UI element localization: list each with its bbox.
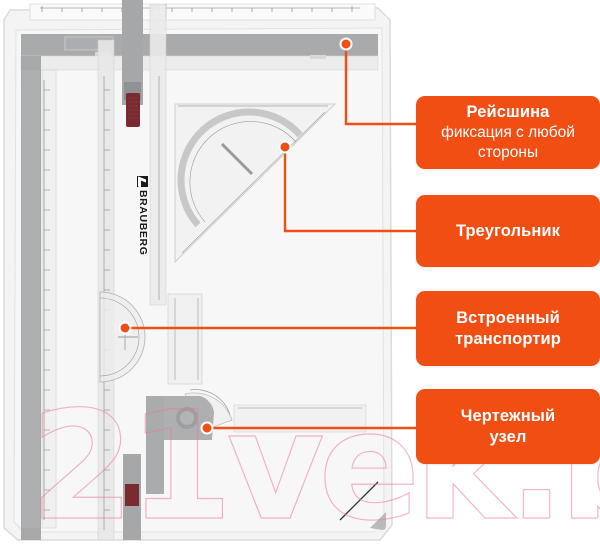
callout-title-line-1: Встроенный (456, 308, 560, 327)
bottom-slider-clamp (123, 454, 141, 540)
callout-connectors (125, 44, 416, 430)
brand-label: BRAUBERG (137, 176, 149, 255)
callout-drafting-head: Чертежный узел (416, 389, 600, 464)
callout-title: Рейсшина (466, 103, 550, 121)
marker-dot-icon (278, 140, 292, 154)
pencil-line (339, 481, 386, 530)
callout-title: Треугольник (455, 221, 561, 240)
callout-markers (118, 37, 353, 435)
top-slider-clamp (122, 0, 143, 127)
callout-title-line-2: узел (489, 427, 527, 446)
callout-parallel-ruler: Рейсшина фиксация с любой стороны (416, 96, 600, 169)
drawing-board (3, 3, 393, 541)
callout-title-line-1: Чертежный (460, 406, 556, 425)
callout-title-line-2: транспортир (455, 329, 561, 348)
marker-dot-icon (200, 421, 214, 435)
brand-name: BRAUBERG (137, 190, 149, 256)
parallel-ruler (20, 34, 379, 71)
callout-set-square: Треугольник (416, 195, 600, 267)
left-rail (21, 56, 57, 540)
set-square (174, 103, 337, 264)
callout-subtitle-line-2: стороны (477, 144, 539, 161)
brand-logo-icon (137, 176, 149, 187)
callout-built-in-protractor: Встроенный транспортир (416, 291, 600, 366)
marker-dot-icon (118, 321, 132, 335)
built-in-protractor (99, 291, 203, 385)
callout-subtitle-line-1: фиксация с любой (441, 124, 575, 141)
marker-dot-icon (339, 37, 353, 51)
